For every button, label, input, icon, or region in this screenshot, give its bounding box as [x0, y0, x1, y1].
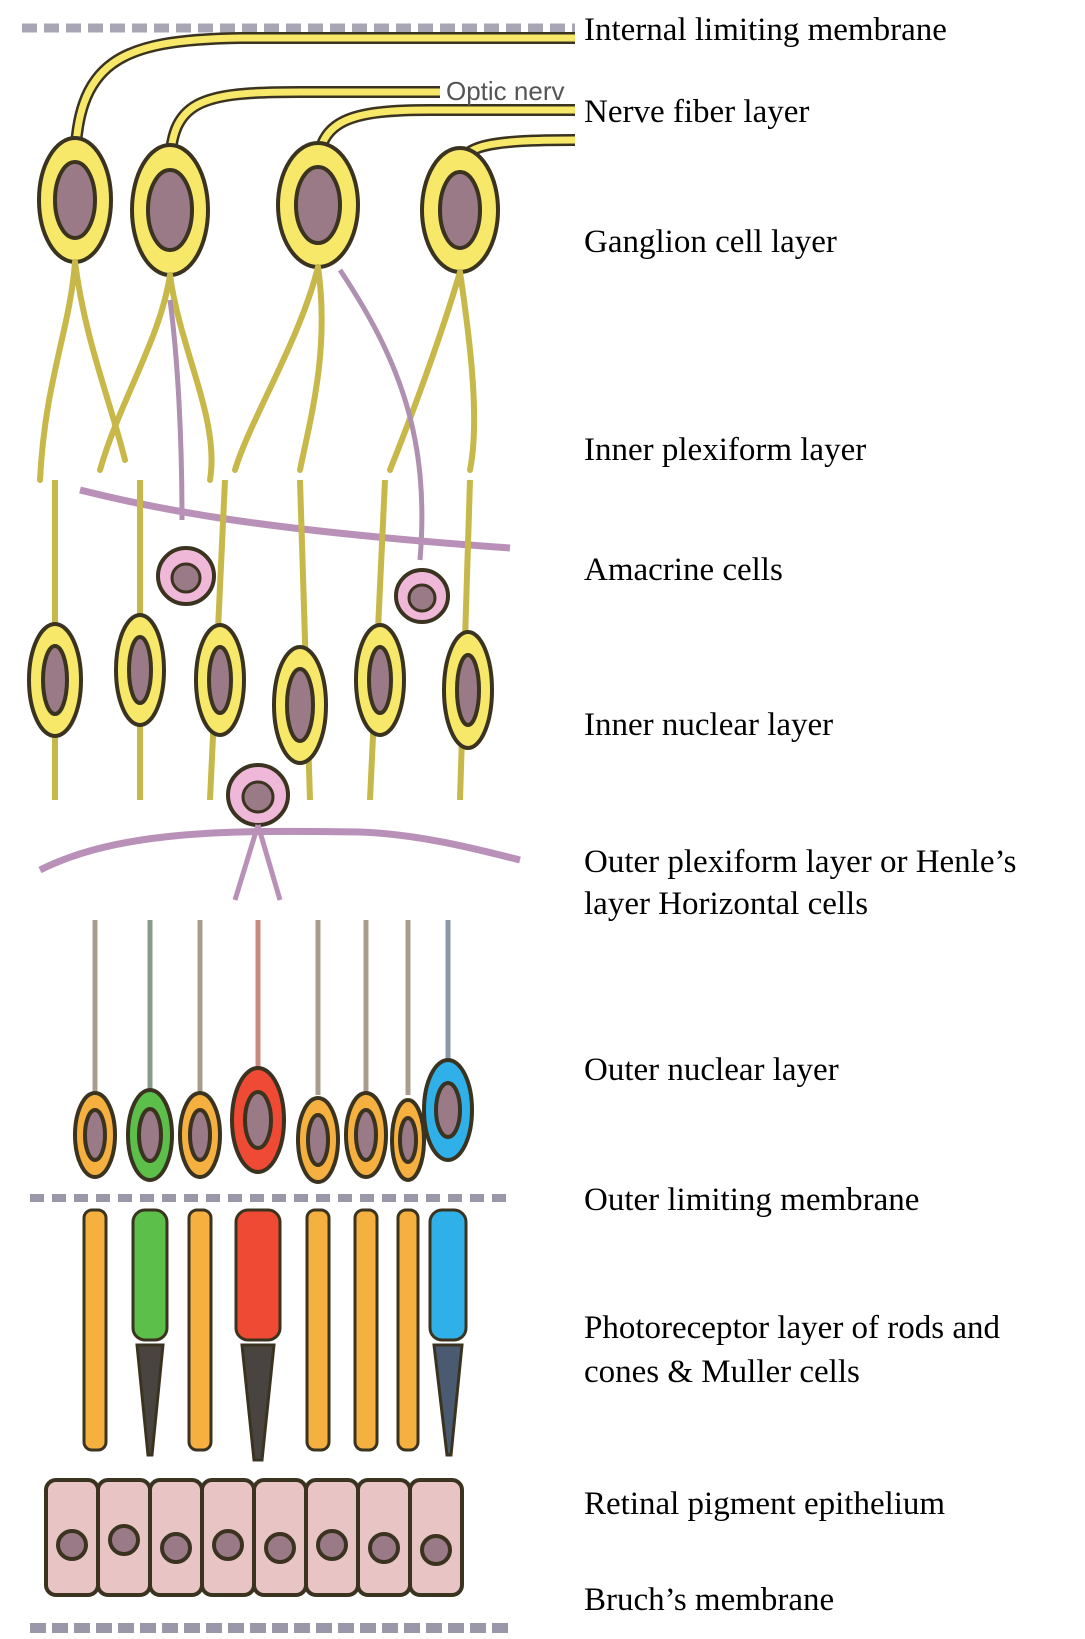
label-outer-plexiform-layer-line1: Outer plexiform layer or Henle’s	[584, 842, 1017, 882]
photoreceptor-nuclei	[75, 1060, 472, 1182]
label-amacrine-cells: Amacrine cells	[584, 550, 783, 590]
ganglion-dendrites	[40, 262, 474, 480]
label-internal-limiting-membrane: Internal limiting membrane	[584, 10, 947, 50]
retina-layer-diagram: Optic nerv	[0, 0, 575, 1639]
label-bruchs-membrane: Bruch’s membrane	[584, 1580, 834, 1620]
photoreceptor-stems	[95, 920, 448, 1095]
label-photoreceptor-layer-line2: cones & Muller cells	[584, 1352, 860, 1392]
ganglion-cells	[39, 138, 498, 275]
label-inner-plexiform-layer: Inner plexiform layer	[584, 430, 866, 470]
optic-nerve-text: Optic nerv	[446, 76, 565, 106]
label-inner-nuclear-layer: Inner nuclear layer	[584, 705, 833, 745]
label-photoreceptor-layer-line1: Photoreceptor layer of rods and	[584, 1308, 1000, 1348]
photoreceptor-segments	[84, 1210, 466, 1460]
label-outer-plexiform-layer-line2: layer Horizontal cells	[584, 884, 868, 924]
retinal-pigment-epithelium-cells	[46, 1480, 462, 1595]
label-nerve-fiber-layer: Nerve fiber layer	[584, 92, 809, 132]
label-outer-limiting-membrane: Outer limiting membrane	[584, 1180, 919, 1220]
label-ganglion-cell-layer: Ganglion cell layer	[584, 222, 837, 262]
label-outer-nuclear-layer: Outer nuclear layer	[584, 1050, 839, 1090]
label-retinal-pigment-epithelium: Retinal pigment epithelium	[584, 1484, 945, 1524]
horizontal-cells	[40, 765, 520, 900]
